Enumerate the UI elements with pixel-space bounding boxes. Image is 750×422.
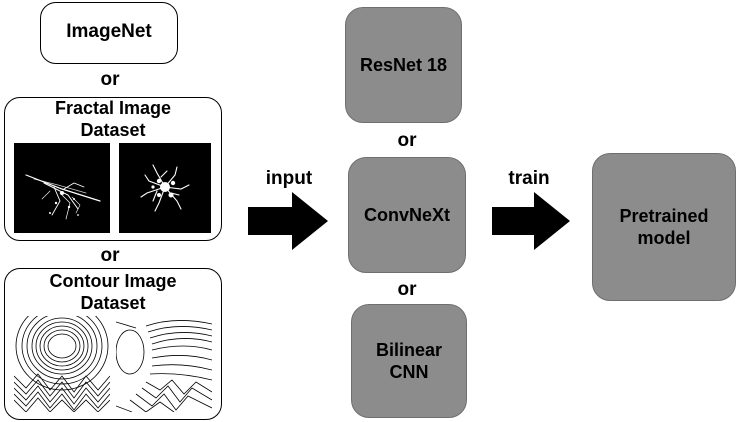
convnext-box: ConvNeXt — [348, 157, 466, 273]
bilinear-cnn-box: Bilinear CNN — [351, 304, 467, 418]
resnet18-box: ResNet 18 — [345, 7, 462, 123]
bilinear-label-line2: CNN — [389, 362, 429, 382]
bilinear-cnn-label: Bilinear CNN — [376, 339, 442, 384]
or-text-1: or — [100, 69, 120, 90]
contour-sample-image-2 — [116, 316, 212, 412]
bilinear-label-line1: Bilinear — [375, 339, 443, 360]
convnext-label: ConvNeXt — [363, 204, 450, 225]
imagenet-box — [40, 2, 178, 64]
contour-title-line2: Dataset — [80, 292, 146, 313]
imagenet-label: ImageNet — [66, 21, 152, 42]
or-text-2: or — [100, 245, 120, 266]
or-text-3: or — [397, 130, 417, 151]
input-arrow-icon — [248, 192, 328, 250]
resnet18-label: ResNet 18 — [359, 54, 448, 75]
contour-sample-image-1 — [14, 316, 110, 412]
fractal-title-line2: Dataset — [80, 119, 146, 140]
fractal-dataset-title: Fractal Image Dataset — [4, 98, 222, 141]
pretrained-model-label: Pretrained model — [619, 205, 708, 250]
contour-dataset-title: Contour Image Dataset — [4, 271, 222, 314]
contour-title-line1: Contour Image — [49, 271, 177, 291]
fractal-sample-image-1 — [14, 143, 110, 233]
train-label: train — [508, 168, 550, 189]
train-arrow-icon — [492, 192, 570, 250]
input-label: input — [265, 168, 313, 189]
fractal-sample-image-2 — [119, 143, 211, 233]
or-text-4: or — [397, 279, 417, 300]
pretrained-label-line2: model — [637, 228, 691, 248]
pretrained-model-box: Pretrained model — [592, 153, 736, 301]
fractal-title-line1: Fractal Image — [54, 98, 172, 118]
pretrained-label-line1: Pretrained — [619, 205, 709, 226]
